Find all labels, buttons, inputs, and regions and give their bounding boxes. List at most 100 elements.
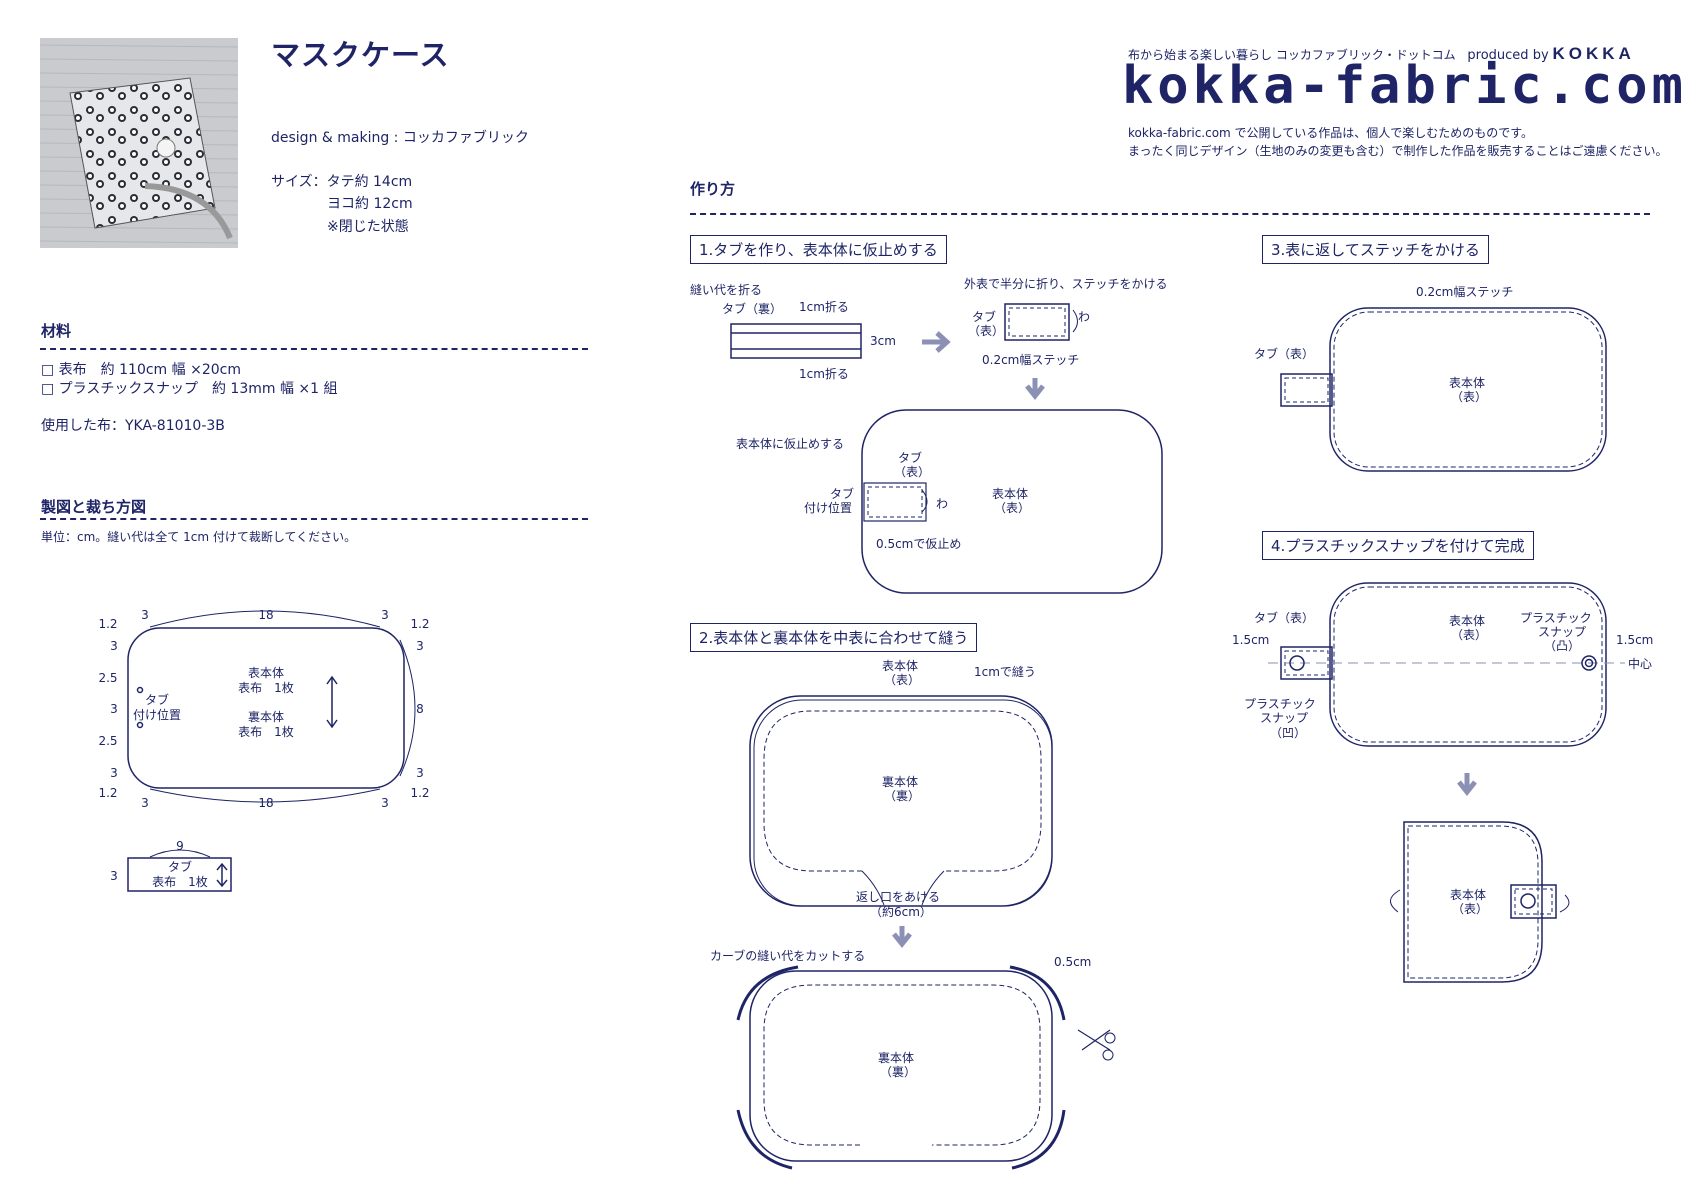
step-4-title: 4.プラスチックスナップを付けて完成	[1262, 531, 1534, 560]
usage-note-2: まったく同じデザイン（生地のみの変更も含む）で制作した作品を販売することはご遠慮…	[1128, 144, 1668, 158]
tab-strip	[730, 323, 862, 359]
svg-text:9: 9	[176, 839, 184, 853]
svg-text:表本体: 表本体	[1449, 376, 1485, 390]
label-tab-pos-2: 付け位置	[133, 707, 181, 722]
svg-text:3: 3	[110, 639, 118, 653]
svg-text:1.2: 1.2	[98, 617, 117, 631]
size-note: ※閉じた状態	[327, 219, 409, 235]
finished-case	[1403, 821, 1543, 983]
size-width: ヨコ約 12cm	[327, 196, 413, 212]
svg-text:（裏）: （裏）	[884, 788, 920, 803]
svg-text:18: 18	[258, 608, 273, 622]
label-body-back: 裏本体	[248, 709, 284, 724]
svg-text:3: 3	[381, 796, 389, 810]
svg-text:（約6cm）: （約6cm）	[870, 904, 932, 919]
svg-text:表本体: 表本体	[1450, 888, 1486, 902]
svg-text:表本体: 表本体	[882, 659, 918, 673]
pattern-tab-piece	[127, 857, 232, 892]
svg-text:タブ（表）: タブ（表）	[1254, 610, 1314, 625]
step-1-title: 1.タブを作り、表本体に仮止めする	[690, 235, 947, 264]
step2-body-cut	[749, 970, 1053, 1162]
howto-heading: 作り方	[690, 180, 736, 198]
step3-body	[1329, 307, 1607, 472]
svg-text:（凹）: （凹）	[1270, 726, 1306, 740]
svg-text:裏本体: 裏本体	[878, 1050, 914, 1065]
usage-note-1: kokka-fabric.com で公開している作品は、個人で楽しむためのもので…	[1128, 126, 1533, 140]
label-tab-fabric: 表布 1枚	[152, 874, 208, 889]
label-fabric-1: 表布 1枚	[238, 680, 294, 695]
svg-text:0.5cmで仮止め: 0.5cmで仮止め	[876, 537, 961, 551]
svg-text:0.2cm幅ステッチ: 0.2cm幅ステッチ	[982, 352, 1079, 367]
label-body-front: 表本体	[248, 666, 284, 680]
svg-text:3: 3	[110, 766, 118, 780]
svg-text:3: 3	[416, 766, 424, 780]
svg-text:タブ: タブ	[898, 450, 922, 465]
svg-text:1.2: 1.2	[98, 786, 117, 800]
svg-text:（表）: （表）	[1452, 902, 1488, 916]
svg-text:プラスチック: プラスチック	[1520, 611, 1592, 625]
svg-text:（表）: （表）	[968, 324, 1004, 338]
svg-text:3: 3	[110, 869, 118, 883]
pattern-body-piece	[127, 627, 405, 789]
svg-text:2.5: 2.5	[98, 671, 117, 685]
page-title: マスクケース	[271, 38, 450, 72]
svg-text:返し口をあける: 返し口をあける	[856, 890, 940, 904]
svg-text:3: 3	[110, 702, 118, 716]
site-logo: kokka-fabric.com	[1122, 56, 1687, 116]
svg-text:（表）: （表）	[894, 465, 930, 479]
svg-text:0.2cm幅ステッチ: 0.2cm幅ステッチ	[1416, 284, 1513, 299]
svg-text:表本体: 表本体	[1449, 614, 1485, 628]
svg-text:表本体: 表本体	[992, 487, 1028, 501]
materials-heading: 材料	[41, 322, 72, 340]
svg-text:3: 3	[416, 639, 424, 653]
svg-text:3cm: 3cm	[870, 334, 896, 348]
fabric-used: 使用した布：YKA-81010-3B	[41, 418, 225, 434]
svg-text:スナップ: スナップ	[1260, 711, 1308, 725]
svg-text:プラスチック: プラスチック	[1244, 697, 1316, 711]
svg-text:タブ（表）: タブ（表）	[1254, 346, 1314, 361]
svg-text:（表）: （表）	[1451, 628, 1487, 642]
step1-body	[861, 409, 1163, 594]
label-tab: タブ	[168, 859, 192, 874]
step4-body	[1329, 582, 1607, 747]
svg-text:裏本体: 裏本体	[882, 774, 918, 789]
svg-text:2.5: 2.5	[98, 734, 117, 748]
svg-text:1cm折る: 1cm折る	[799, 366, 849, 381]
svg-text:1.5cm: 1.5cm	[1232, 633, 1269, 647]
materials-item-1: □ 表布 約 110cm 幅 ×20cm	[41, 362, 241, 378]
svg-text:表本体に仮止めする: 表本体に仮止めする	[736, 437, 844, 451]
scissors-icon	[1077, 1029, 1111, 1051]
svg-text:18: 18	[258, 796, 273, 810]
svg-text:1cmで縫う: 1cmで縫う	[974, 664, 1036, 679]
svg-text:1cm折る: 1cm折る	[799, 299, 849, 314]
svg-text:わ: わ	[1078, 310, 1090, 324]
svg-text:タブ: タブ	[830, 486, 854, 501]
svg-text:8: 8	[416, 702, 424, 716]
svg-text:（表）: （表）	[884, 673, 920, 687]
svg-text:中心: 中心	[1628, 656, 1652, 671]
step-2-title: 2.表本体と裏本体を中表に合わせて縫う	[690, 623, 978, 652]
svg-text:縫い代を折る: 縫い代を折る	[690, 282, 762, 297]
svg-text:わ: わ	[936, 497, 948, 511]
svg-text:（裏）: （裏）	[880, 1064, 916, 1079]
size-height: サイズ：タテ約 14cm	[271, 174, 413, 190]
svg-text:スナップ: スナップ	[1538, 625, 1586, 639]
svg-text:カーブの縫い代をカットする: カーブの縫い代をカットする	[710, 948, 865, 963]
svg-text:1.5cm: 1.5cm	[1616, 633, 1653, 647]
label-fabric-2: 表布 1枚	[238, 724, 294, 739]
svg-text:タブ: タブ	[972, 309, 996, 324]
svg-text:（表）: （表）	[994, 501, 1030, 515]
svg-text:付け位置: 付け位置	[804, 500, 852, 515]
materials-item-2: □ プラスチックスナップ 約 13mm 幅 ×1 組	[41, 381, 338, 397]
svg-text:3: 3	[381, 608, 389, 622]
svg-text:1.2: 1.2	[410, 617, 429, 631]
kokka-logo: KOKKA	[1552, 44, 1635, 63]
design-credit: design & making : コッカファブリック	[271, 130, 529, 146]
label-tab-pos-1: タブ	[145, 692, 169, 707]
svg-text:3: 3	[141, 608, 149, 622]
svg-text:1.2: 1.2	[410, 786, 429, 800]
brand-tagline: 布から始まる楽しい暮らし コッカファブリック・ドットコム produced by…	[1128, 44, 1635, 63]
folded-tab	[1004, 303, 1070, 341]
svg-text:（表）: （表）	[1451, 390, 1487, 404]
